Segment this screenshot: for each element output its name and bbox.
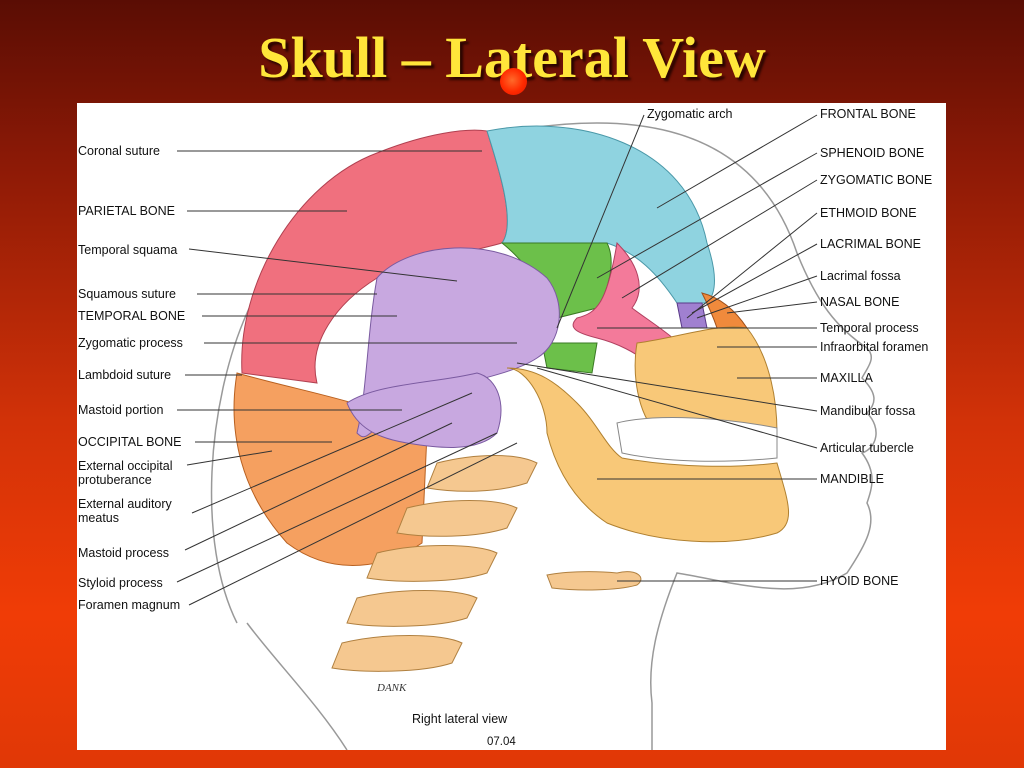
label-parietal-bone: PARIETAL BONE — [78, 204, 176, 218]
label-coronal-suture: Coronal suture — [78, 144, 160, 158]
label-mastoid-process: Mastoid process — [78, 546, 170, 560]
hyoid-bone — [546, 571, 642, 591]
cervical-vertebrae — [331, 455, 538, 672]
label-hyoid-bone: HYOID BONE — [820, 574, 899, 588]
leader-lines-right — [516, 114, 818, 582]
teeth — [616, 417, 778, 462]
laser-pointer-dot — [500, 68, 527, 95]
skull-illustration: DANK — [176, 114, 877, 750]
label-temporal-bone: TEMPORAL BONE — [78, 309, 186, 323]
label-mandibular-fossa: Mandibular fossa — [820, 404, 916, 418]
label-lacrimal-fossa: Lacrimal fossa — [820, 269, 901, 283]
label-temporal-squama: Temporal squama — [78, 243, 178, 257]
mandible — [506, 367, 790, 543]
label-frontal-bone: FRONTAL BONE — [820, 107, 916, 121]
label-lacrimal-bone: LACRIMAL BONE — [820, 237, 921, 251]
figure-number: 07.04 — [487, 736, 516, 748]
skull-figure: DANK — [77, 103, 946, 750]
label-styloid-process: Styloid process — [78, 576, 163, 590]
label-mastoid-portion: Mastoid portion — [78, 403, 164, 417]
label-zygomatic-arch: Zygomatic arch — [647, 107, 733, 121]
label-zygomatic-bone: ZYGOMATIC BONE — [820, 173, 933, 187]
nasal-bone — [701, 292, 748, 329]
label-ethmoid-bone: ETHMOID BONE — [820, 206, 917, 220]
label-external-auditory-meatus: External auditory meatus — [78, 497, 172, 525]
temporal-lower — [346, 372, 502, 448]
label-sphenoid-bone: SPHENOID BONE — [820, 146, 925, 160]
label-lambdoid-suture: Lambdoid suture — [78, 368, 172, 382]
label-mandible: MANDIBLE — [820, 472, 884, 486]
leader-lines-left — [176, 150, 518, 606]
label-foramen-magnum: Foramen magnum — [78, 598, 181, 612]
label-maxilla: MAXILLA — [820, 371, 873, 385]
label-external-occipital-protuberance: External occipital protuberance — [78, 459, 173, 487]
label-zygomatic-process: Zygomatic process — [78, 336, 183, 350]
label-nasal-bone: NASAL BONE — [820, 295, 900, 309]
label-temporal-process: Temporal process — [820, 321, 919, 335]
neck-outline — [246, 622, 348, 750]
label-articular-tubercle: Articular tubercle — [820, 441, 914, 455]
artist-signature: DANK — [376, 682, 407, 694]
label-infraorbital-foramen: Infraorbital foramen — [820, 340, 929, 354]
sphenoid-lower — [541, 342, 598, 374]
figure-caption: Right lateral view — [412, 712, 508, 726]
label-squamous-suture: Squamous suture — [78, 287, 176, 301]
label-occipital-bone: OCCIPITAL BONE — [78, 435, 182, 449]
